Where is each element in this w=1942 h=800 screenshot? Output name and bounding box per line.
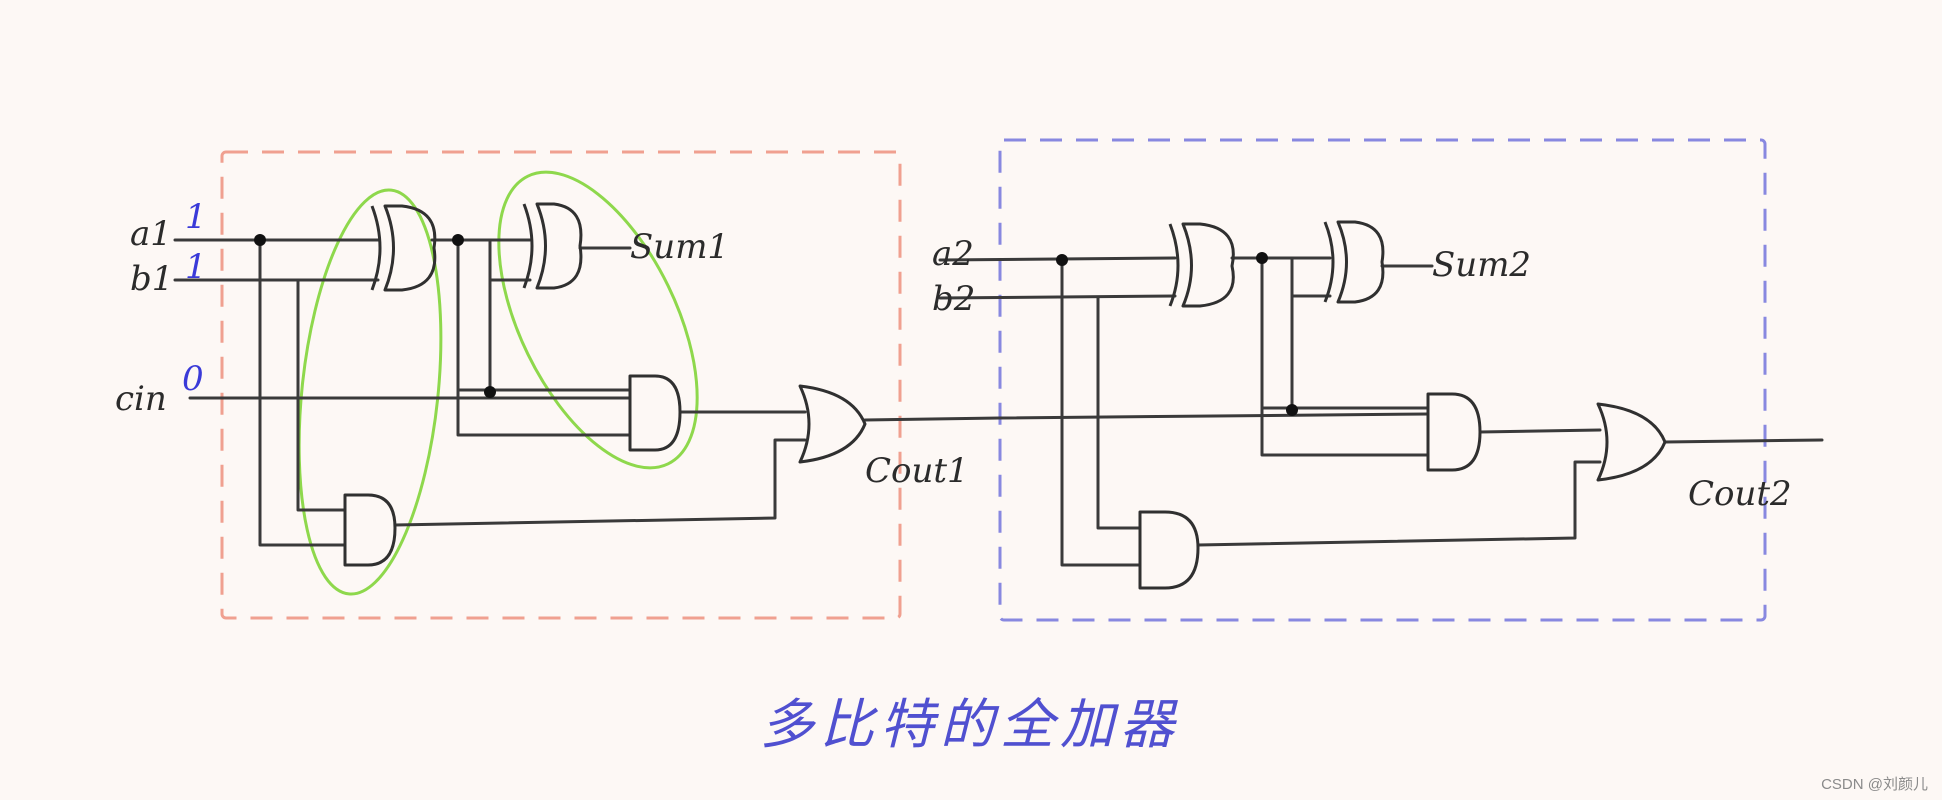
stage2-junctions bbox=[1056, 252, 1298, 416]
or-gate-2 bbox=[1596, 402, 1667, 482]
value-cin: 0 bbox=[182, 359, 204, 399]
value-b1: 1 bbox=[185, 247, 207, 287]
junction-dot bbox=[1256, 252, 1268, 264]
stage1-junctions bbox=[254, 234, 496, 398]
junction-dot bbox=[1286, 404, 1298, 416]
and-gate-3 bbox=[1426, 392, 1482, 472]
and-gate-1 bbox=[628, 374, 682, 452]
junction-dot bbox=[254, 234, 266, 246]
junction-dot bbox=[452, 234, 464, 246]
stage1-wires bbox=[173, 238, 1002, 547]
xor-gate-4 bbox=[1323, 220, 1385, 304]
value-a1: 1 bbox=[185, 197, 207, 237]
label-a1: a1 bbox=[130, 214, 172, 254]
watermark: CSDN @刘颜儿 bbox=[1821, 776, 1928, 793]
highlight-half-adder-1 bbox=[297, 188, 443, 596]
or-gate-1 bbox=[798, 384, 867, 464]
diagram-caption: 多比特的全加器 bbox=[760, 693, 1180, 756]
label-a2: a2 bbox=[932, 234, 974, 274]
label-sum2: Sum2 bbox=[1432, 245, 1531, 285]
and-gate-2 bbox=[343, 493, 397, 567]
label-cin: cin bbox=[115, 379, 167, 419]
stage1-dashed-box bbox=[220, 150, 902, 620]
highlight-half-adder-2 bbox=[497, 170, 699, 470]
label-sum1: Sum1 bbox=[630, 227, 729, 267]
stage2-dashed-box bbox=[998, 138, 1767, 622]
label-b1: b1 bbox=[130, 259, 173, 299]
label-b2: b2 bbox=[932, 279, 975, 319]
xor-gate-3 bbox=[1168, 222, 1235, 308]
stage2-wires bbox=[938, 256, 1824, 567]
xor-gate-2 bbox=[522, 202, 583, 290]
xor-gate-1 bbox=[370, 204, 437, 292]
and-gate-4 bbox=[1138, 510, 1200, 590]
junction-dot bbox=[1056, 254, 1068, 266]
junction-dot bbox=[484, 386, 496, 398]
label-cout1: Cout1 bbox=[865, 451, 969, 491]
label-cout2: Cout2 bbox=[1688, 474, 1792, 514]
